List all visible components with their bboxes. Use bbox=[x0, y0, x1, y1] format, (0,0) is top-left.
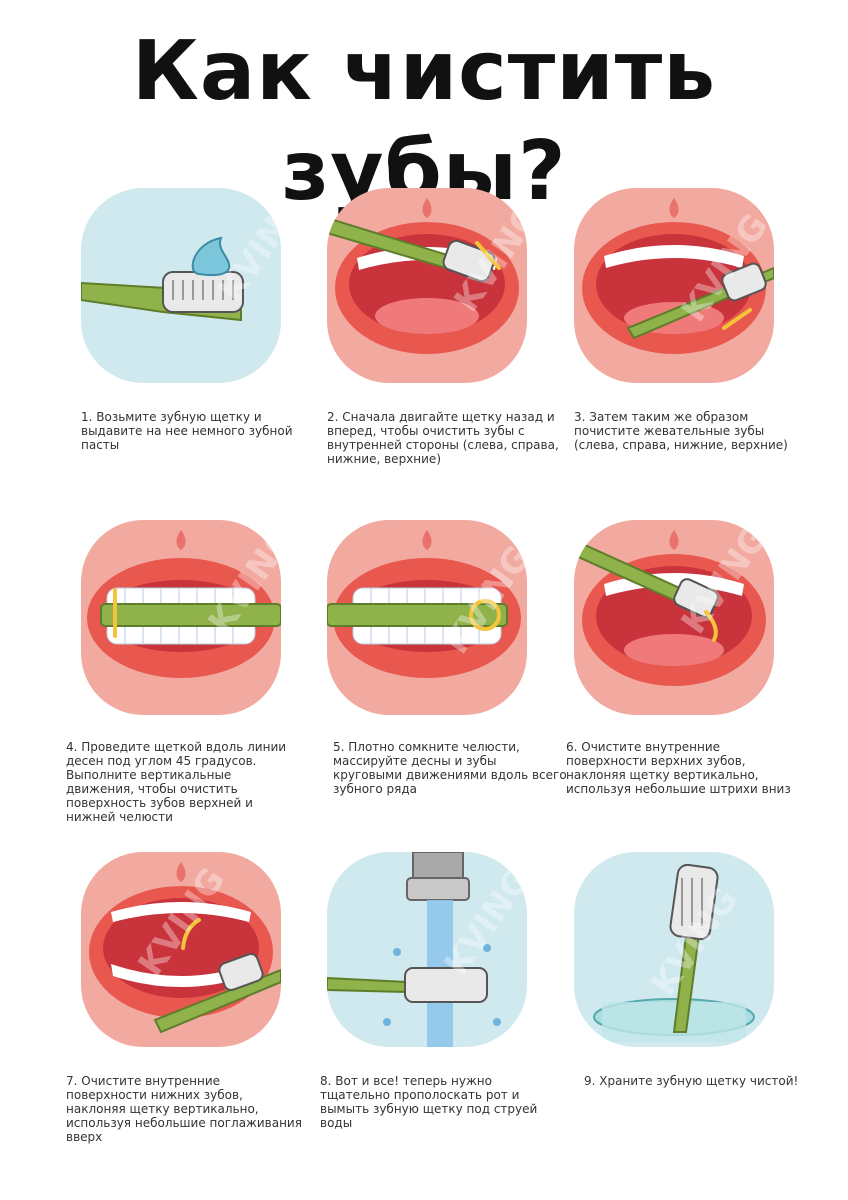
page-title: Как чистить зубы? bbox=[131, 24, 717, 219]
step-3-caption: 3. Затем таким же образом почистите жева… bbox=[574, 410, 788, 452]
step-8-caption: 8. Вот и все! теперь нужно тщательно про… bbox=[320, 1074, 538, 1130]
step-7-caption: 7. Очистите внутренние поверхности нижни… bbox=[66, 1074, 302, 1144]
step-9-illustration: KVING bbox=[574, 852, 774, 1047]
step-8-illustration: KVING bbox=[327, 852, 527, 1047]
step-2-caption: 2. Сначала двигайте щетку назад и вперед… bbox=[327, 410, 559, 466]
step-5-illustration: KVING bbox=[327, 520, 527, 715]
step-9-caption: 9. Храните зубную щетку чистой! bbox=[584, 1074, 799, 1088]
step-1-illustration: KVING bbox=[81, 188, 281, 383]
step-3-illustration: KVING bbox=[574, 188, 774, 383]
step-6-caption: 6. Очистите внутренние поверхности верхн… bbox=[566, 740, 791, 796]
step-4-caption: 4. Проведите щеткой вдоль линии десен по… bbox=[66, 740, 287, 824]
step-7-illustration: KVING bbox=[81, 852, 281, 1047]
step-4-illustration: KVING bbox=[81, 520, 281, 715]
step-1-caption: 1. Возьмите зубную щетку и выдавите на н… bbox=[81, 410, 293, 452]
step-5-caption: 5. Плотно сомкните челюсти, массируйте д… bbox=[333, 740, 567, 796]
step-6-illustration: KVING bbox=[574, 520, 774, 715]
step-2-illustration: KVING bbox=[327, 188, 527, 383]
